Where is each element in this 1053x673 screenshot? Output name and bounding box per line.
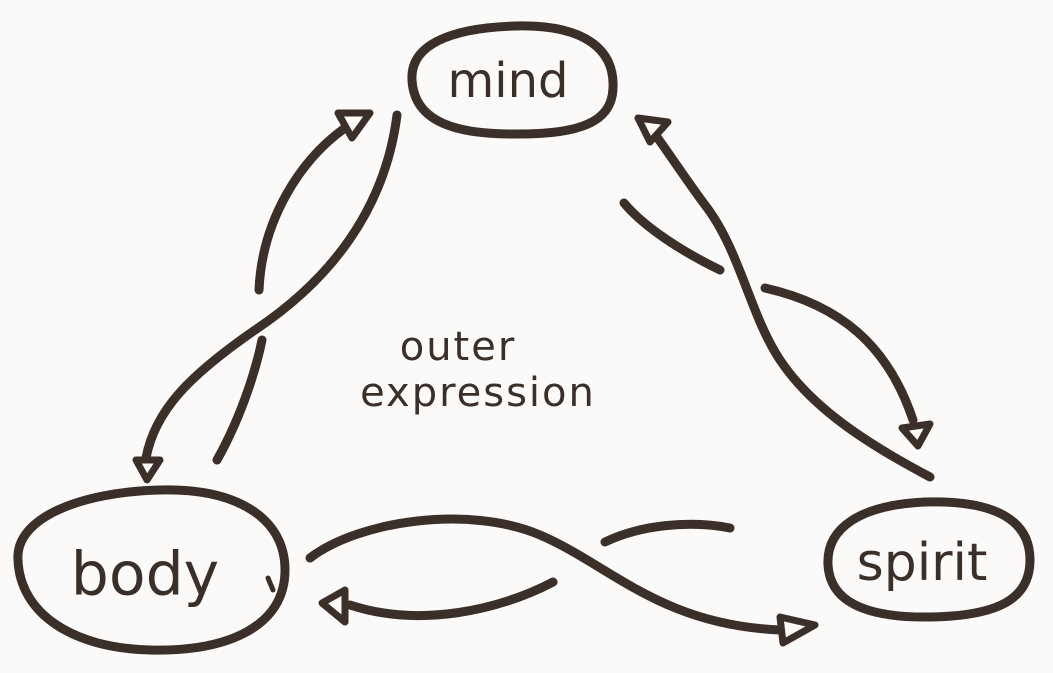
arrow-mind-to-spirit xyxy=(619,198,934,450)
arrow-body-to-mind-stroke xyxy=(212,335,267,465)
arrow-mind-to-body-stroke xyxy=(141,110,402,463)
node-body-ellipse xyxy=(13,485,290,655)
arrow-mind-to-body-head xyxy=(132,456,164,484)
arrow-mind-to-body xyxy=(132,110,402,484)
arrow-body-to-spirit-stroke xyxy=(305,514,785,635)
arrow-mind-to-spirit-stroke-lower xyxy=(760,283,918,425)
node-spirit-label: spirit xyxy=(857,533,988,593)
pen-tick-mark xyxy=(265,575,276,593)
node-mind-ellipse xyxy=(407,21,618,139)
arrow-spirit-to-body-head xyxy=(318,586,349,626)
arrow-body-to-mind-stroke-upper xyxy=(254,123,350,295)
node-spirit: spirit xyxy=(823,497,1035,622)
node-spirit-ellipse xyxy=(823,497,1035,622)
arrow-mind-to-spirit-head xyxy=(898,420,934,450)
arrow-body-to-spirit-head xyxy=(776,613,819,647)
arrow-mind-to-spirit-stroke-upper xyxy=(619,198,725,275)
arrow-body-to-mind xyxy=(212,109,374,465)
arrow-spirit-to-body-stroke-upper xyxy=(600,519,735,547)
node-mind-label: mind xyxy=(448,53,569,109)
arrow-spirit-to-mind-head xyxy=(634,114,672,146)
arrow-spirit-to-body-stroke-lower xyxy=(345,577,558,620)
arrow-body-to-spirit xyxy=(305,514,819,647)
node-mind: mind xyxy=(407,21,618,139)
arrow-spirit-to-mind xyxy=(634,114,935,482)
center-label-line1: outer xyxy=(400,324,517,370)
node-body: body xyxy=(13,485,290,655)
arrow-spirit-to-mind-stroke xyxy=(647,125,935,482)
arrow-spirit-to-body xyxy=(318,519,735,626)
node-body-label: body xyxy=(71,540,219,610)
arrow-body-to-mind-head xyxy=(334,109,374,142)
center-label-line2: expression xyxy=(360,370,596,416)
